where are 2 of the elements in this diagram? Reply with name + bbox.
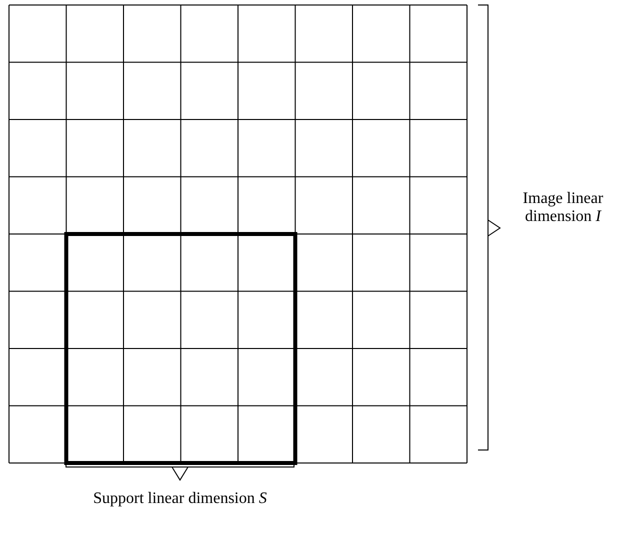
- dimension-label: Image linear dimension I: [522, 190, 604, 226]
- dimension-label: Support linear dimension S: [92, 490, 268, 508]
